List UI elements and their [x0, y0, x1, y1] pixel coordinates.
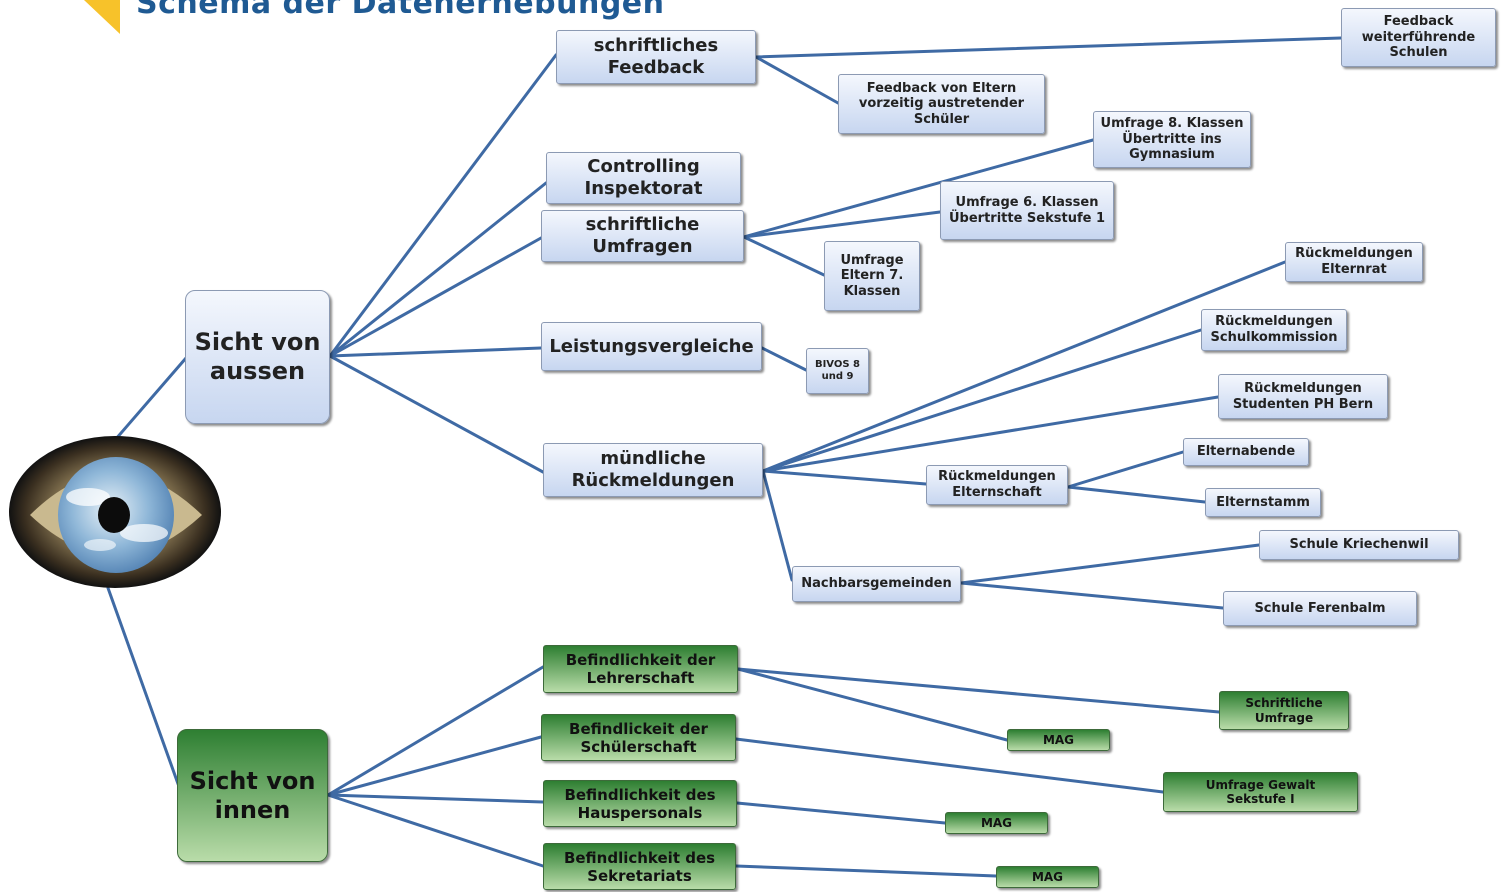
node-schriftliche-umfrage: Schriftliche Umfrage	[1219, 691, 1349, 730]
link-eye-innen	[106, 586, 184, 797]
node-rueckmeldungen-elternschaft: Rückmeldungen Elternschaft	[926, 465, 1068, 505]
node-schriftliche-umfragen: schriftliche Umfragen	[541, 210, 744, 262]
node-muendliche-rueckmeldungen: mündliche Rückmeldungen	[543, 443, 763, 497]
link-aussen-feedback	[328, 53, 558, 358]
link-umfragen-7	[742, 235, 826, 277]
node-schule-kriechenwil: Schule Kriechenwil	[1259, 530, 1459, 560]
link-feedback-weiterfuehrend	[754, 36, 1343, 59]
link-schueler-gewalt	[734, 737, 1165, 794]
link-nachbarn-ferenbalm	[959, 581, 1225, 610]
node-umfrage-6-klassen: Umfrage 6. Klassen Übertritte Sekstufe 1	[940, 181, 1114, 240]
link-haus-mag	[735, 801, 947, 825]
node-befindlichkeit-sekretariat: Befindlichkeit des Sekretariats	[543, 843, 736, 890]
node-feedback-weiterfuehrende-schulen: Feedback weiterführende Schulen	[1341, 8, 1496, 67]
node-rueckmeldungen-elternrat: Rückmeldungen Elternrat	[1285, 242, 1423, 282]
node-leistungsvergleiche: Leistungsvergleiche	[541, 322, 762, 371]
link-aussen-controlling	[328, 181, 548, 358]
node-befindlichkeit-schuelerschaft: Befindlickeit der Schülerschaft	[541, 714, 736, 761]
link-muendlich-nachbarn	[761, 469, 794, 582]
link-lehrer-umfrage	[736, 667, 1221, 714]
node-umfrage-8-klassen: Umfrage 8. Klassen Übertritte ins Gymnas…	[1093, 111, 1251, 168]
node-nachbarsgemeinden: Nachbarsgemeinden	[792, 566, 961, 602]
node-umfrage-eltern-7-klassen: Umfrage Eltern 7. Klassen	[824, 241, 920, 311]
link-nachbarn-kriechenwil	[959, 543, 1261, 585]
node-sicht-von-innen: Sicht von innen	[177, 729, 328, 862]
link-aussen-muendlich	[328, 354, 545, 474]
node-schule-ferenbalm: Schule Ferenbalm	[1223, 591, 1417, 626]
link-innen-haus	[326, 793, 545, 804]
node-befindlichkeit-hauspersonal: Befindlichkeit des Hauspersonals	[543, 780, 737, 827]
node-controlling-inspektorat: Controlling Inspektorat	[546, 152, 741, 204]
node-sicht-von-aussen: Sicht von aussen	[185, 290, 330, 424]
node-mag-hauspersonal: MAG	[945, 812, 1048, 834]
eye-icon	[9, 436, 221, 588]
link-aussen-leistung	[328, 346, 543, 358]
link-sekretariat-mag	[734, 864, 998, 878]
link-eye-aussen	[113, 356, 188, 442]
link-elternschaft-elternabende	[1066, 450, 1185, 489]
link-muendlich-studenten	[761, 395, 1220, 473]
link-feedback-eltern	[754, 55, 840, 105]
node-mag-lehrerschaft: MAG	[1007, 729, 1110, 751]
node-rueckmeldungen-schulkommission: Rückmeldungen Schulkommission	[1201, 309, 1347, 351]
node-elternabende: Elternabende	[1183, 438, 1309, 466]
node-feedback-von-eltern: Feedback von Eltern vorzeitig austretend…	[838, 74, 1045, 134]
link-umfragen-6	[742, 210, 942, 239]
link-lehrer-mag	[736, 667, 1009, 742]
node-umfrage-gewalt: Umfrage Gewalt Sekstufe I	[1163, 772, 1358, 812]
node-schriftliches-feedback: schriftliches Feedback	[556, 30, 756, 84]
link-muendlich-schulkommission	[761, 328, 1203, 473]
page-title: Schema der Datenerhebungen	[136, 0, 665, 21]
node-elternstamm: Elternstamm	[1205, 488, 1321, 517]
link-innen-sekretariat	[326, 793, 545, 868]
node-bivos: BIVOS 8 und 9	[806, 348, 869, 394]
link-muendlich-elternrat	[761, 260, 1287, 473]
link-leistung-bivos	[760, 346, 808, 372]
link-umfragen-8	[742, 138, 1095, 239]
link-elternschaft-elternstamm	[1066, 485, 1207, 504]
node-rueckmeldungen-studenten: Rückmeldungen Studenten PH Bern	[1218, 374, 1388, 419]
link-muendlich-elternschaft	[761, 469, 928, 486]
node-befindlichkeit-lehrerschaft: Befindlichkeit der Lehrerschaft	[543, 645, 738, 693]
link-innen-lehrer	[326, 665, 545, 797]
link-innen-schueler	[326, 735, 543, 797]
node-mag-sekretariat: MAG	[996, 866, 1099, 888]
link-aussen-umfragen	[328, 236, 543, 358]
